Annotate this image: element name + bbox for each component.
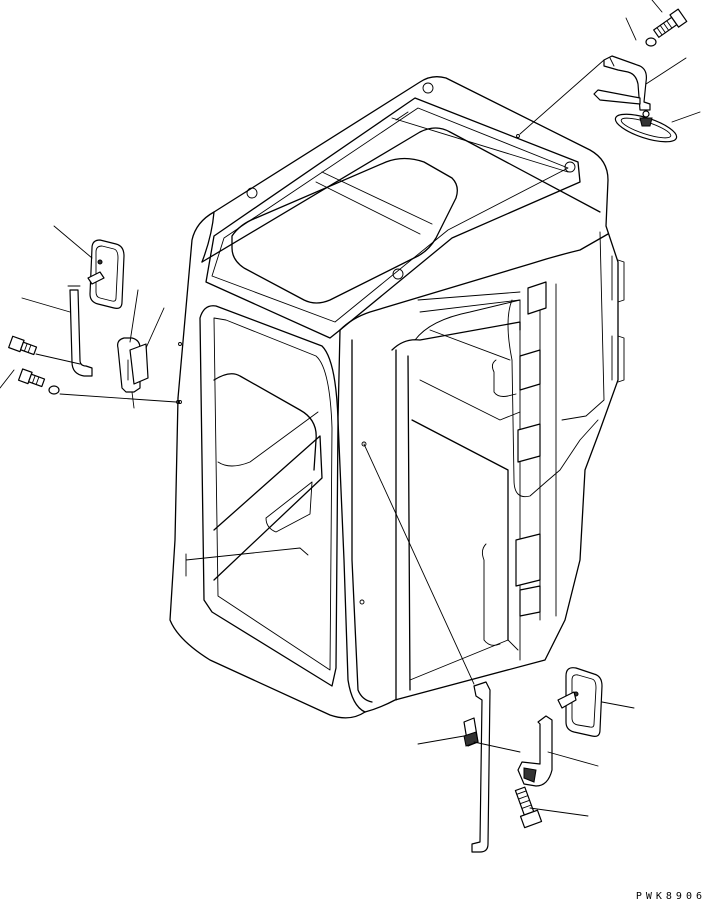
washer-top-right xyxy=(645,37,657,47)
bolt-left-upper xyxy=(8,335,38,356)
upper-left-mirror-assembly xyxy=(0,225,180,409)
rear-view-mirror-lower-right xyxy=(557,667,603,737)
rear-view-mirror-top xyxy=(614,110,678,143)
drawing-code-label: PWK8906 xyxy=(635,891,706,902)
washer-left xyxy=(48,385,60,395)
rear-view-mirror-left xyxy=(87,239,125,309)
mirror-stay-left xyxy=(117,337,149,409)
grab-handrail-left xyxy=(67,285,93,377)
upper-right-mirror-assembly xyxy=(516,0,701,143)
bolt-top-right xyxy=(653,8,688,38)
operator-cab-frame xyxy=(169,76,625,719)
bolt-left-lower xyxy=(17,368,46,388)
mirror-stay-bracket-top xyxy=(603,55,651,111)
lower-right-mirror-assembly xyxy=(363,443,635,853)
clamp-lower xyxy=(463,717,479,747)
bolt-lower xyxy=(514,786,543,829)
mirror-stay-rod-lower xyxy=(471,681,491,853)
mirror-bracket-lower xyxy=(517,715,553,787)
